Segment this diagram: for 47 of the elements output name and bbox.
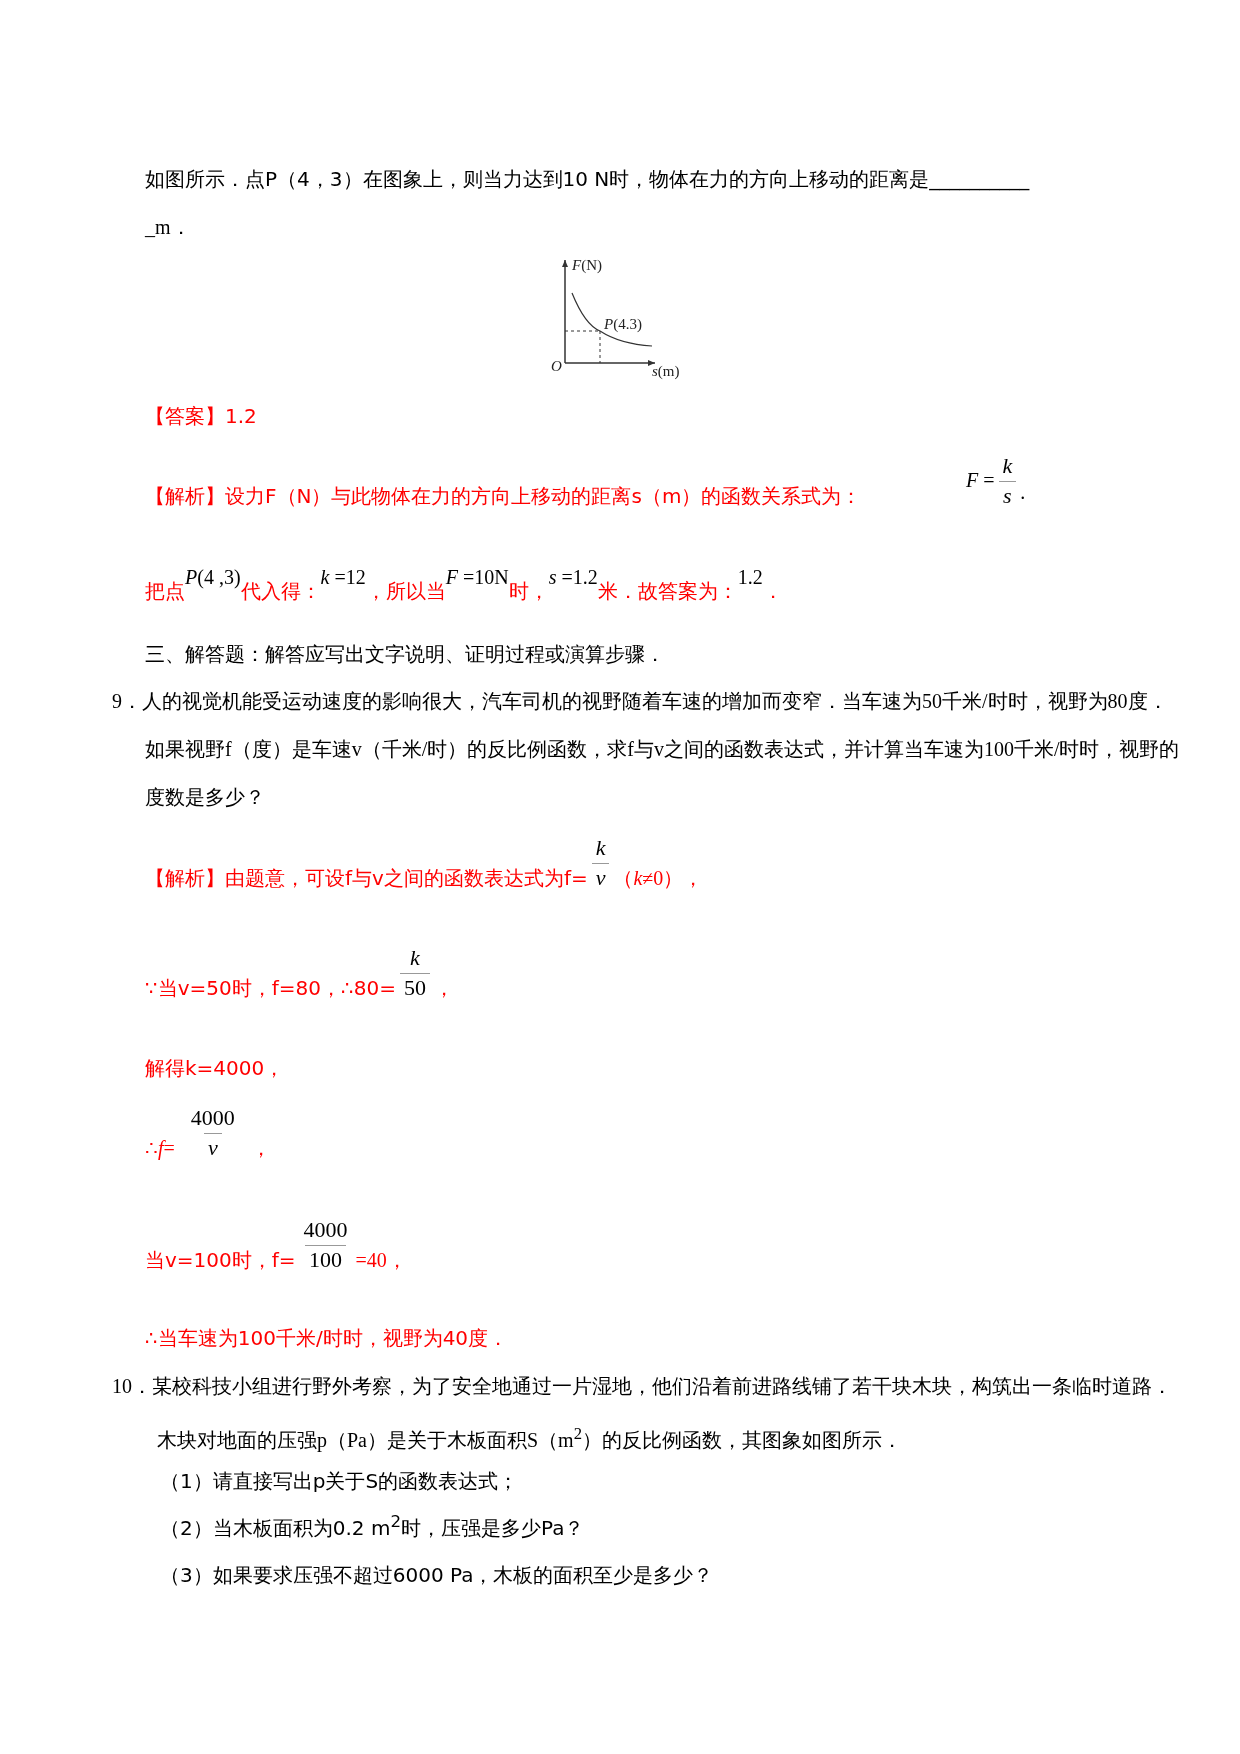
solution-text: ∴f=: [145, 1136, 175, 1162]
solution-text: 把点: [145, 579, 185, 605]
solution-text: ∵当v=50时，f=80，∴80=: [145, 975, 396, 1002]
question-text: （3）如果要求压强不超过6000 Pa，木板的面积至少是多少？: [160, 1562, 714, 1589]
solution-text: ∴当车速为100千米/时时，视野为40度．: [145, 1325, 509, 1352]
fraction-denominator: s: [999, 481, 1016, 510]
axis-label: s(m): [652, 363, 680, 379]
solution-text: 代入得：: [240, 579, 321, 605]
question-text: （1）请直接写出p关于S的函数表达式；: [160, 1468, 519, 1495]
solution-text: 【答案】1.2: [145, 403, 257, 430]
origin-label: O: [551, 358, 562, 374]
fraction-numerator: k: [594, 834, 607, 862]
point-label: P(4.3): [604, 316, 642, 332]
question-text: F =10N: [445, 565, 509, 590]
fraction-denominator: v: [203, 1133, 222, 1162]
question-text: （2）当木板面积为0.2 m$^{2}$时，压强是多少Pa？: [160, 1511, 585, 1542]
solution-text: 当v=100时，f=: [145, 1247, 296, 1274]
solution-text: ，: [250, 1136, 271, 1161]
question-text: _m．: [145, 215, 191, 240]
solution-text: 米．故答案为：: [597, 578, 738, 605]
fraction-numerator: k: [409, 944, 421, 972]
fraction-denominator: v: [591, 863, 610, 892]
question-text: P(4 ,3): [185, 565, 241, 588]
solution-text: 时，: [508, 578, 549, 605]
question-text: k =12: [320, 565, 366, 590]
question-text: .: [1020, 480, 1026, 505]
question-text: 三、解答题：解答应写出文字说明、证明过程或演算步骤．: [145, 641, 665, 668]
fraction-numerator: 4000: [302, 1216, 349, 1244]
question-text: 9．人的视觉机能受运动速度的影响很大，汽车司机的视野随着车速的增加而变窄．当车速为50千米/时时，视野为80度．如果视野f（度）是车速v（千米/时）的反比例函数，求f与v之间的函数表达式，并计算当车速为100千米/时时，视野的度数是多少？: [112, 689, 1181, 810]
question-text: s =1.2: [548, 565, 598, 590]
question-text: 10．某校科技小组进行野外考察，为了安全地通过一片湿地，他们沿着前进路线铺了若干块木块，构筑出一条临时道路．木块对地面的压强p（Pa）是关于木板面积S（m$^{2}$）的反比例函数，其图象如图所示．: [112, 1374, 1172, 1454]
solution-text: 【解析】设力F（N）与此物体在力的方向上移动的距离s（m）的函数关系式为：: [145, 483, 862, 510]
solution-text: ，所以当: [365, 579, 446, 605]
fraction-numerator: k: [1001, 452, 1014, 480]
fraction-numerator: 4000: [189, 1104, 236, 1132]
solution-text: 解得k=4000，: [145, 1055, 285, 1082]
solution-text: ．: [762, 578, 783, 605]
solution-text: （k≠0），: [613, 866, 704, 891]
question-text: F =: [966, 468, 995, 493]
solution-text: ，: [433, 976, 454, 1001]
fraction-denominator: 50: [399, 973, 430, 1002]
question-text: 1.2: [737, 565, 763, 590]
fraction-denominator: 100: [305, 1245, 347, 1274]
axis-label: F(N): [572, 257, 602, 273]
solution-text: 【解析】由题意，可设f与v之间的函数表达式为f=: [145, 865, 588, 892]
question-text: 如图所示．点P（4，3）在图象上，则当力达到10 N时，物体在力的方向上移动的距离是__________: [145, 166, 1030, 193]
solution-text: =40，: [355, 1248, 407, 1273]
